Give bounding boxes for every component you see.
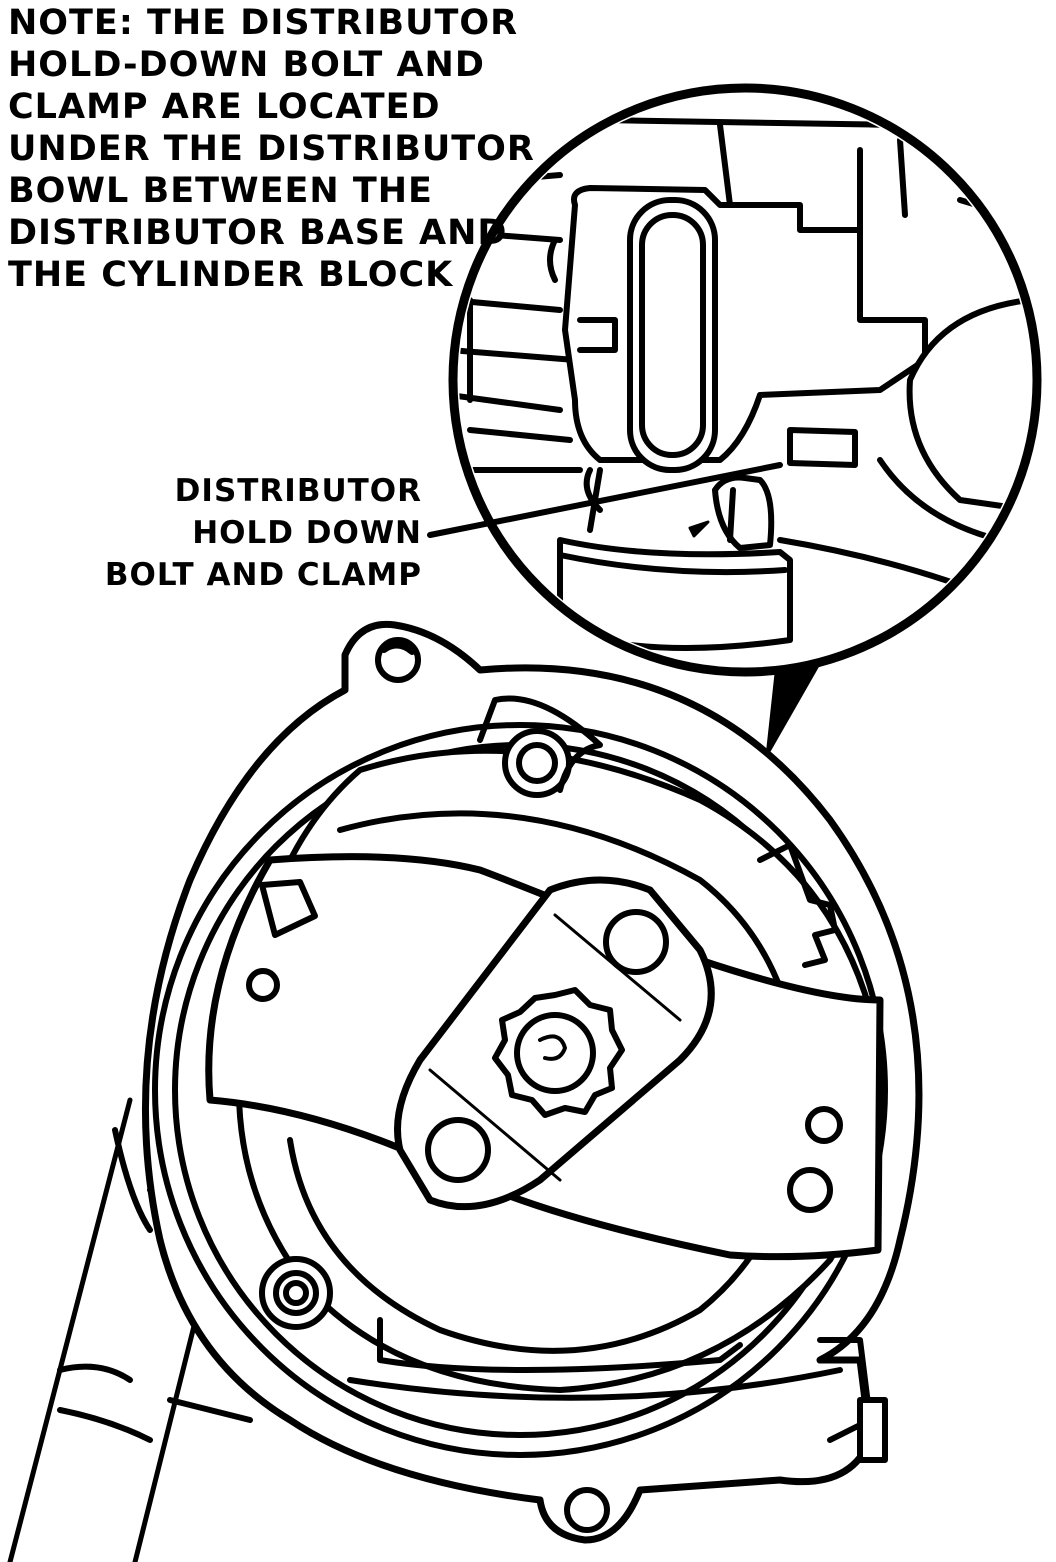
housing-inner-rim	[152, 722, 888, 1458]
distributor-main-view	[7, 620, 923, 1562]
note-line: NOTE: THE DISTRIBUTOR	[8, 3, 519, 43]
note-line: UNDER THE DISTRIBUTOR	[8, 129, 535, 169]
note-line: BOWL BETWEEN THE	[8, 171, 433, 211]
bottom-ear-hole	[564, 1487, 610, 1533]
note-line: CLAMP ARE LOCATED	[8, 87, 441, 127]
note-line: DISTRIBUTOR BASE AND	[8, 213, 508, 253]
callout-label: DISTRIBUTOR HOLD DOWN BOLT AND CLAMP	[60, 470, 422, 596]
detail-inset	[427, 83, 1042, 754]
callout-line: HOLD DOWN	[192, 515, 422, 551]
callout-leader-line	[427, 462, 783, 538]
clamp-slot	[627, 197, 718, 473]
callout-line: BOLT AND CLAMP	[104, 557, 422, 593]
top-ear-hole	[375, 637, 421, 683]
note-line: HOLD-DOWN BOLT AND	[8, 45, 485, 85]
note-line: THE CYLINDER BLOCK	[8, 255, 454, 295]
bottom-clamp-bolt	[259, 1256, 333, 1330]
note-text: NOTE: THE DISTRIBUTOR HOLD-DOWN BOLT AND…	[8, 2, 535, 296]
callout-line: DISTRIBUTOR	[174, 473, 422, 509]
rotor-window	[259, 879, 318, 938]
